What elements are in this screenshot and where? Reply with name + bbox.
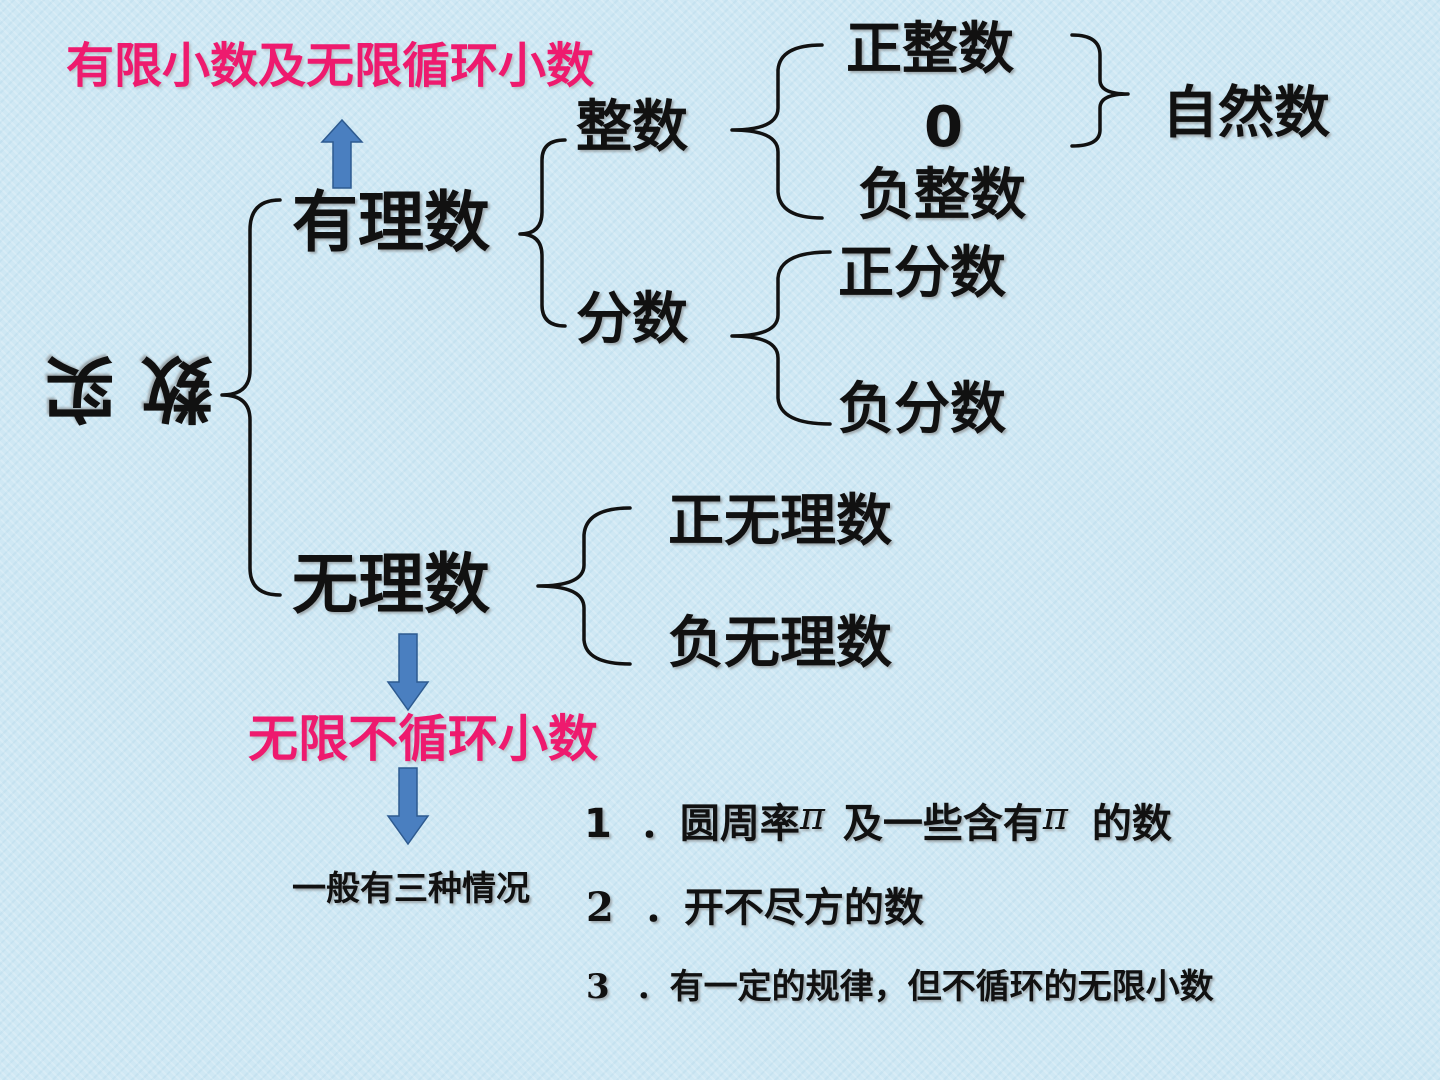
down-arrow-icon [386,767,430,846]
positive-fraction: 正分数 [838,241,1006,306]
natural-number: 自然数 [1162,81,1330,146]
case-3-text: ．有一定的规律，但不循环的无限小数 [635,967,1214,1007]
pi-symbol: π [799,794,825,838]
negative-irrational: 负无理数 [668,611,892,676]
rational-note: 有限小数及无限循环小数 [66,38,595,94]
case-2-text: ．开不尽方的数 [643,885,924,931]
case-2: 2 ．开不尽方的数 [586,885,924,931]
case-1-text-c: 的数 [1091,801,1172,847]
cases-title: 一般有三种情况 [292,869,530,909]
pi-symbol: π [1042,794,1068,838]
up-arrow-icon [320,118,364,189]
case-1-number: 1 [584,801,612,847]
positive-irrational: 正无理数 [668,489,892,554]
negative-integer: 负整数 [858,163,1026,228]
positive-integer: 正整数 [846,17,1014,82]
rational-label: 有理数 [292,184,490,261]
case-3: 3 ．有一定的规律，但不循环的无限小数 [586,970,1214,1004]
zero: 0 [924,95,963,160]
natural-brace [1070,33,1130,148]
case-1-text-b: 及一些含有 [842,801,1043,847]
root-brace [220,198,282,597]
case-1-text-a: ．圆周率 [639,801,800,847]
irrational-label: 无理数 [292,546,490,623]
rational-brace [518,138,567,328]
negative-fraction: 负分数 [838,377,1006,442]
fraction-label: 分数 [576,287,688,352]
irrational-note: 无限不循环小数 [248,710,598,768]
case-2-number: 2 [586,884,614,931]
irrational-brace [536,506,632,666]
root-label: 数 实 [44,346,214,430]
integer-brace [730,43,824,220]
down-arrow-icon [386,633,430,712]
integer-label: 整数 [576,95,688,160]
fraction-brace [730,250,832,426]
case-3-number: 3 [586,967,610,1007]
